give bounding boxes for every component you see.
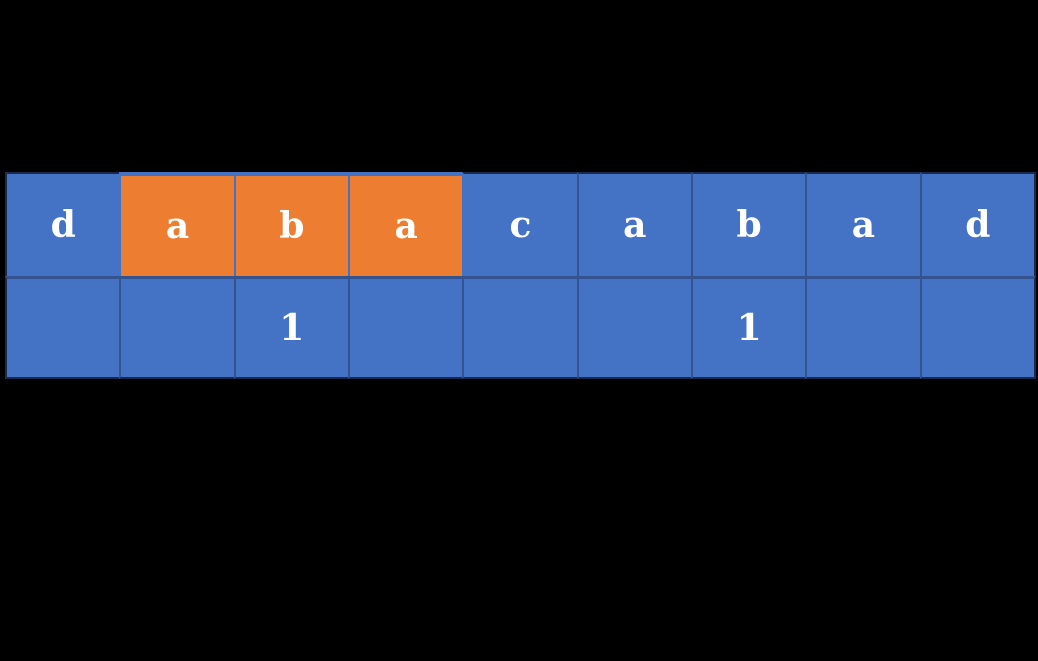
value-cell	[576, 276, 691, 379]
table-row-values: 1 1	[5, 276, 1036, 379]
value-cell: 1	[233, 276, 348, 379]
letter-cell: b	[690, 172, 806, 276]
value-cell	[347, 276, 463, 379]
value-cell	[462, 276, 577, 379]
value-cell	[119, 276, 234, 379]
letter-cell: d	[919, 172, 1036, 276]
letter-cell-highlighted: a	[347, 172, 463, 276]
value-cell	[919, 276, 1036, 379]
value-cell	[805, 276, 920, 379]
value-cell	[5, 276, 120, 379]
letter-cell: a	[576, 172, 691, 276]
letter-cell: d	[5, 172, 120, 276]
value-cell: 1	[690, 276, 806, 379]
letter-cell-highlighted: b	[233, 172, 348, 276]
letter-cell-highlighted: a	[119, 172, 234, 276]
letter-cell: a	[805, 172, 920, 276]
letter-cell: c	[462, 172, 577, 276]
string-table: d a b a c a b a d 1 1	[5, 172, 1036, 379]
table-row-letters: d a b a c a b a d	[5, 172, 1036, 276]
